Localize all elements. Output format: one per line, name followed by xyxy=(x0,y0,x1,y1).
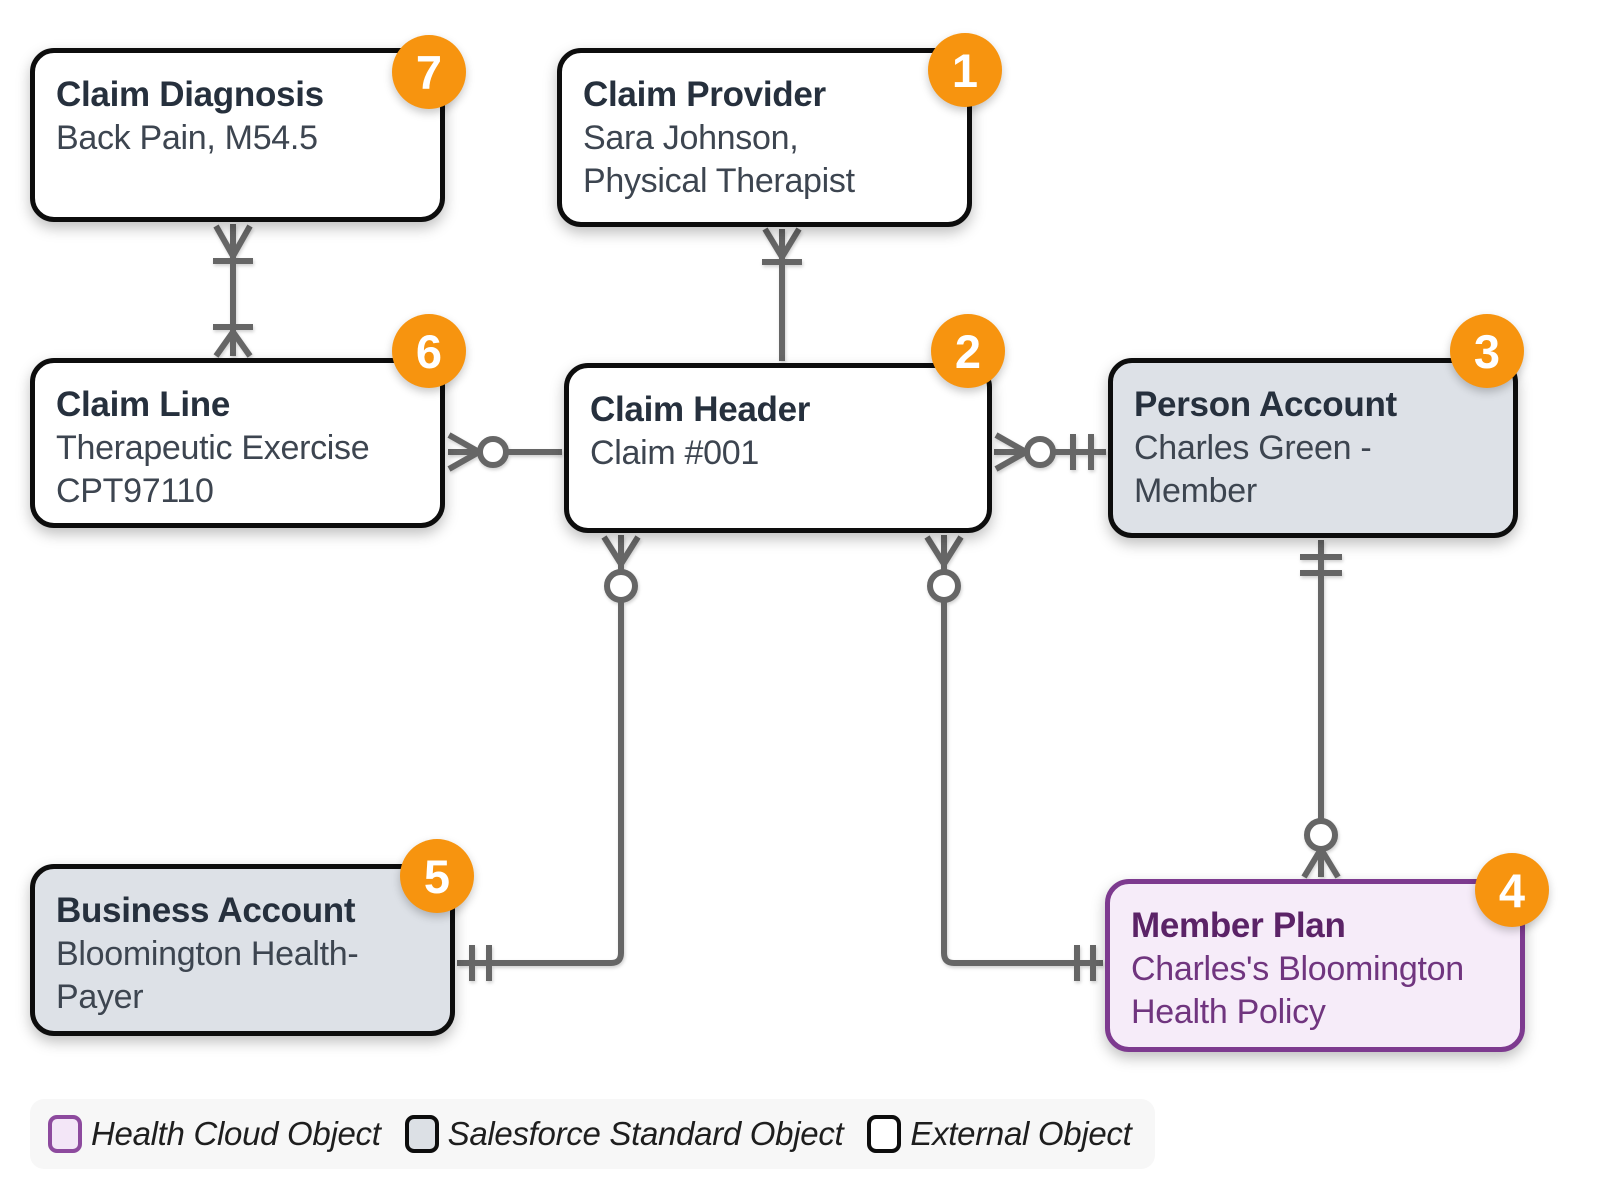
salesforce-standard-swatch-icon xyxy=(404,1115,439,1153)
node-claim-line: Claim Line Therapeutic Exercise CPT97110 xyxy=(30,358,445,528)
legend-label: Salesforce Standard Object xyxy=(447,1115,844,1152)
step-badge-5: 5 xyxy=(400,839,474,913)
connector-claim-header-to-member-plan xyxy=(924,535,1103,981)
connector-claim-header-to-business-account xyxy=(457,535,641,981)
node-subtitle: Claim #001 xyxy=(590,433,759,472)
node-claim-diagnosis: Claim Diagnosis Back Pain, M54.5 xyxy=(30,48,445,222)
step-badge-7: 7 xyxy=(392,35,466,109)
node-title: Member Plan xyxy=(1131,906,1346,945)
node-title: Claim Diagnosis xyxy=(56,75,324,114)
legend: Health Cloud Object Salesforce Standard … xyxy=(30,1099,1155,1169)
node-title: Business Account xyxy=(56,891,356,930)
node-subtitle: Charles Green - Member xyxy=(1134,428,1372,511)
crows-foot-icon xyxy=(213,330,253,358)
crows-foot-icon xyxy=(447,432,481,472)
node-title: Person Account xyxy=(1134,385,1397,424)
crows-foot-icon xyxy=(924,535,964,566)
one-and-only-one-ticks-icon xyxy=(1070,434,1094,470)
one-and-only-one-ticks-icon xyxy=(1300,554,1342,576)
connector-claim-line-to-claim-header xyxy=(447,432,562,472)
crows-foot-icon xyxy=(762,227,802,259)
step-badge-4: 4 xyxy=(1475,853,1549,927)
connector-claim-provider-to-claim-header xyxy=(762,227,802,361)
step-badge-3: 3 xyxy=(1450,314,1524,388)
node-subtitle: Back Pain, M54.5 xyxy=(56,118,318,157)
step-badge-1: 1 xyxy=(928,33,1002,107)
node-person-account: Person Account Charles Green - Member xyxy=(1108,358,1518,538)
legend-label: Health Cloud Object xyxy=(91,1115,381,1152)
health-cloud-swatch-icon xyxy=(48,1115,82,1153)
legend-item-health-cloud: Health Cloud Object xyxy=(48,1115,381,1153)
node-subtitle: Sara Johnson, Physical Therapist xyxy=(583,118,855,201)
connector-claim-diagnosis-to-claim-line xyxy=(213,224,253,358)
one-and-only-one-ticks-icon xyxy=(1074,945,1096,981)
node-subtitle: Therapeutic Exercise CPT97110 xyxy=(56,428,370,511)
one-and-only-one-ticks-icon xyxy=(469,945,492,981)
zero-circle-icon xyxy=(477,436,509,468)
node-subtitle: Bloomington Health- Payer xyxy=(56,934,359,1017)
node-business-account: Business Account Bloomington Health- Pay… xyxy=(30,864,455,1036)
legend-item-salesforce-standard: Salesforce Standard Object xyxy=(404,1115,844,1153)
step-badge-6: 6 xyxy=(392,314,466,388)
zero-circle-icon xyxy=(1024,436,1056,468)
zero-circle-icon xyxy=(1304,818,1338,852)
legend-item-external: External Object xyxy=(867,1115,1132,1153)
node-title: Claim Header xyxy=(590,390,811,429)
zero-circle-icon xyxy=(927,569,961,603)
node-claim-header: Claim Header Claim #001 xyxy=(564,363,992,533)
crows-foot-icon xyxy=(213,224,253,258)
node-title: Claim Provider xyxy=(583,75,826,114)
node-subtitle: Charles's Bloomington Health Policy xyxy=(1131,949,1464,1032)
node-claim-provider: Claim Provider Sara Johnson, Physical Th… xyxy=(557,48,972,227)
step-badge-2: 2 xyxy=(931,314,1005,388)
node-member-plan: Member Plan Charles's Bloomington Health… xyxy=(1105,879,1525,1052)
crows-foot-icon xyxy=(1301,847,1341,879)
legend-label: External Object xyxy=(910,1115,1132,1152)
crows-foot-icon xyxy=(601,535,641,566)
crows-foot-icon xyxy=(994,432,1028,472)
external-object-swatch-icon xyxy=(867,1115,902,1153)
connector-claim-header-to-person-account xyxy=(994,432,1106,472)
connector-person-account-to-member-plan xyxy=(1300,540,1342,879)
zero-circle-icon xyxy=(604,569,638,603)
node-title: Claim Line xyxy=(56,385,230,424)
